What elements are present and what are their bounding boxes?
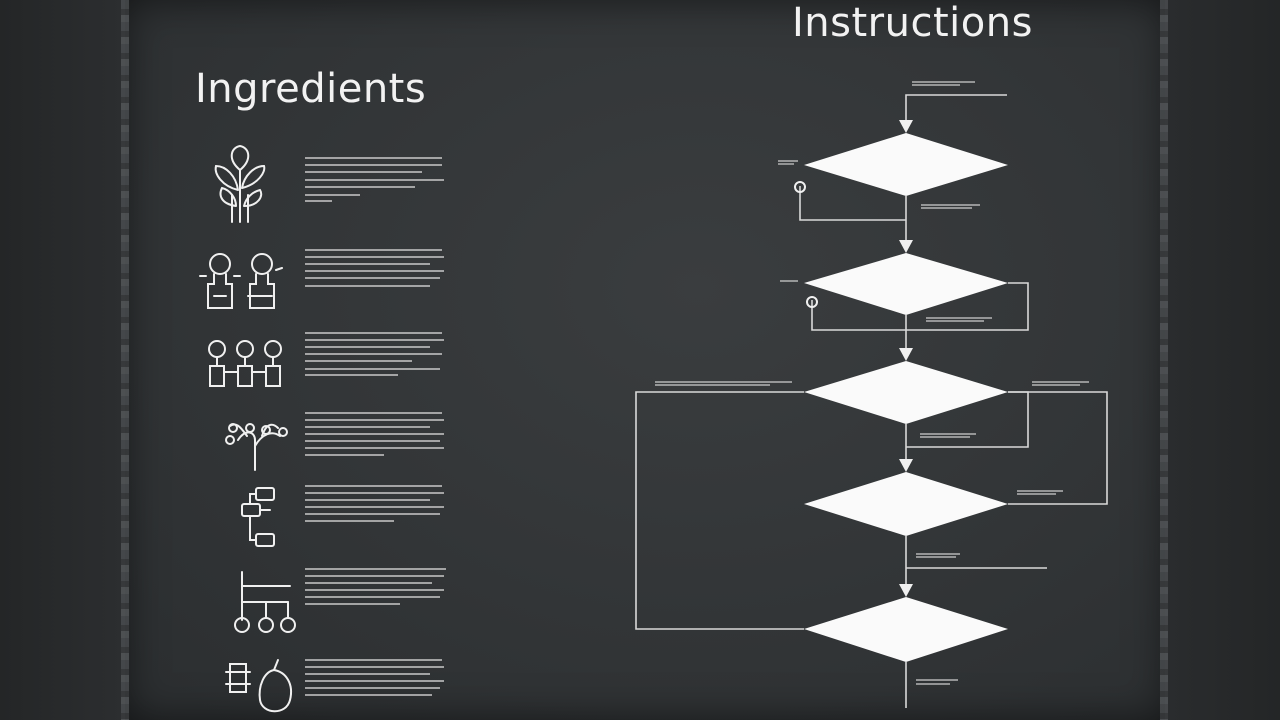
instructions-title: Instructions <box>792 0 1033 46</box>
right-wall <box>1165 0 1280 720</box>
board-right-edge <box>1160 0 1168 720</box>
flowchart-connectors <box>635 94 1108 708</box>
left-wall <box>0 0 125 720</box>
flow-blocks-icon <box>241 487 275 547</box>
decision-4 <box>804 472 1008 536</box>
flowchart-scribbles <box>655 81 1089 685</box>
decision-5 <box>804 597 1008 662</box>
plant-icon <box>214 144 266 223</box>
figures-icon <box>199 253 283 309</box>
board-left-edge <box>121 0 129 720</box>
ingredient-text-lines <box>305 157 446 696</box>
flowchart-arrowheads <box>899 120 913 597</box>
figure-group-icon <box>208 340 282 387</box>
ingredients-title: Ingredients <box>195 66 427 112</box>
fruit-icon <box>225 659 292 713</box>
chalkboard <box>125 0 1167 720</box>
branch-icon <box>225 423 288 471</box>
tree-structure-icon <box>234 571 296 633</box>
loop-markers <box>794 181 818 308</box>
decision-1 <box>804 133 1008 196</box>
flowchart-decisions <box>804 133 1008 662</box>
decision-2 <box>804 253 1008 315</box>
decision-3 <box>804 361 1008 424</box>
